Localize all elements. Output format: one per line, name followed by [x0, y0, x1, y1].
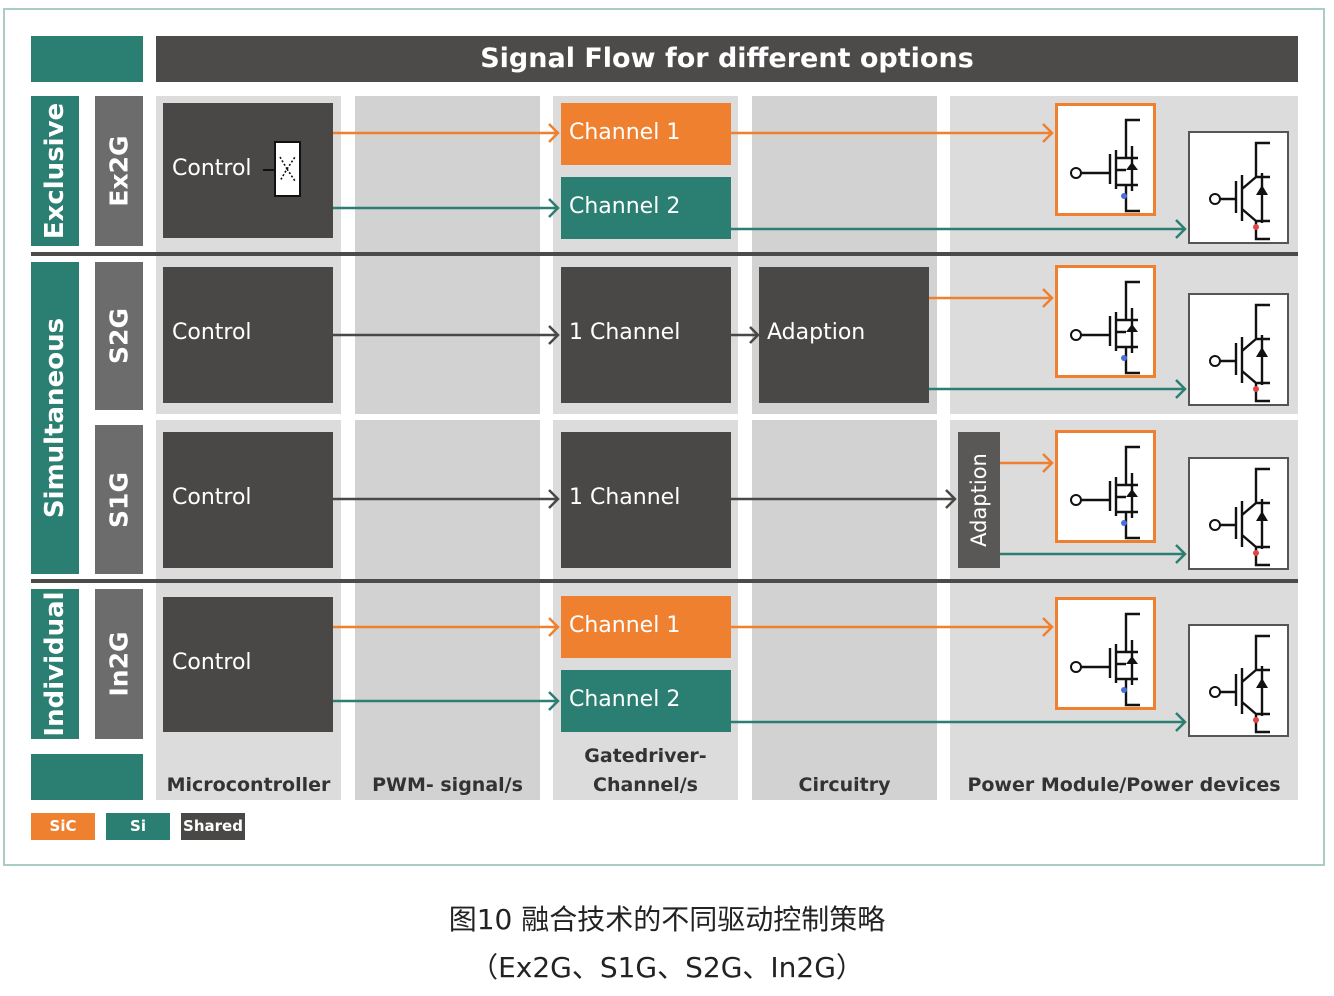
legend-shared: Shared — [181, 813, 245, 840]
column-circuitry — [752, 96, 937, 800]
adaption-box-s1g: Adaption — [958, 432, 1000, 568]
sic-mosfet-device-ex2g — [1055, 103, 1156, 216]
column-label-microcontroller: Microcontroller — [166, 774, 331, 796]
mosfet-icon — [1070, 445, 1140, 540]
row-divider — [31, 252, 1298, 256]
group-simultaneous: Simultaneous — [31, 262, 79, 574]
group-exclusive: Exclusive — [31, 96, 79, 246]
optocoupler-icon — [274, 141, 301, 197]
option-ex2g: Ex2G — [95, 96, 143, 246]
mosfet-icon — [1070, 118, 1140, 213]
adaption-box-s2g: Adaption — [759, 267, 929, 403]
diagram-title: Signal Flow for different options — [480, 43, 974, 74]
option-s2g: S2G — [95, 262, 143, 410]
column-label-circuitry: Circuitry — [798, 774, 891, 796]
title-bar: Signal Flow for different options — [156, 36, 1298, 82]
sic-mosfet-device-in2g — [1055, 597, 1156, 710]
mosfet-icon — [1070, 612, 1140, 707]
option-in2g: In2G — [95, 589, 143, 739]
igbt-icon — [1209, 634, 1270, 734]
sic-mosfet-device-s2g — [1055, 265, 1156, 378]
group-individual: Individual — [31, 589, 79, 739]
si-igbt-device-in2g — [1188, 624, 1289, 737]
control-box-s2g: Control — [163, 267, 333, 403]
column-label-gatedriver-2: Channel/s — [593, 774, 698, 796]
one-channel-box-s1g: 1 Channel — [561, 432, 731, 568]
corner-block — [31, 754, 143, 800]
corner-block — [31, 36, 143, 82]
igbt-icon — [1209, 141, 1270, 241]
control-box-in2g: Control — [163, 597, 333, 732]
option-s1g: S1G — [95, 425, 143, 574]
legend-si: Si — [106, 813, 170, 840]
column-label-gatedriver-1: Gatedriver- — [584, 745, 707, 767]
control-box-ex2g: Control — [163, 103, 333, 238]
mosfet-icon — [1070, 280, 1140, 375]
legend-sic: SiC — [31, 813, 95, 840]
igbt-icon — [1209, 303, 1270, 403]
igbt-icon — [1209, 467, 1270, 567]
column-label-pwm: PWM- signal/s — [372, 774, 523, 796]
control-box-s1g: Control — [163, 432, 333, 568]
channel2-box-ex2g: Channel 2 — [561, 177, 731, 239]
si-igbt-device-ex2g — [1188, 131, 1289, 244]
row-divider — [156, 414, 1298, 420]
sic-mosfet-device-s1g — [1055, 430, 1156, 543]
channel1-box-in2g: Channel 1 — [561, 596, 731, 658]
column-pwm — [355, 96, 540, 800]
channel2-box-in2g: Channel 2 — [561, 670, 731, 732]
column-label-power: Power Module/Power devices — [967, 774, 1281, 796]
figure-caption-line1: 图10 融合技术的不同驱动控制策略 — [448, 903, 886, 936]
row-divider — [31, 579, 1298, 583]
si-igbt-device-s1g — [1188, 457, 1289, 570]
channel1-box-ex2g: Channel 1 — [561, 103, 731, 165]
si-igbt-device-s2g — [1188, 293, 1289, 406]
one-channel-box-s2g: 1 Channel — [561, 267, 731, 403]
figure-caption-line2: （Ex2G、S1G、S2G、In2G） — [470, 951, 864, 984]
